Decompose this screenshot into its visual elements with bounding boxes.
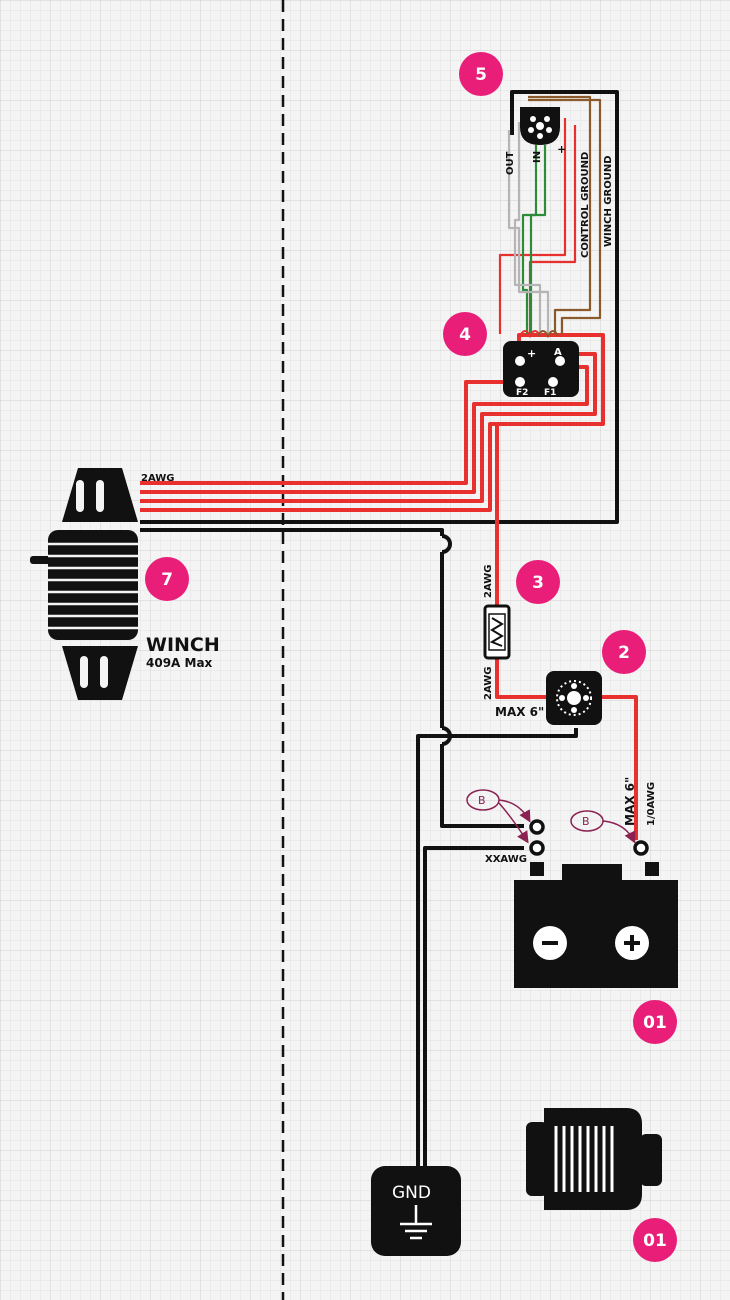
svg-text:7: 7 (161, 570, 173, 590)
winch-cable-gauge-label: 2AWG (141, 473, 175, 484)
ground-box-label: GND (392, 1183, 431, 1203)
svg-text:01: 01 (643, 1231, 667, 1251)
control-connector-icon (520, 107, 560, 145)
fuse-icon (483, 604, 511, 660)
winch-power-cables (140, 333, 605, 512)
callout-b-right-label: B (582, 815, 590, 828)
badge-3: 3 (516, 560, 560, 604)
out-label: OUT (505, 151, 516, 175)
max-length-left-label: MAX 6" (495, 705, 544, 719)
solenoid-f2-label: F2 (516, 388, 528, 398)
fuse-bottom-gauge-label: 2AWG (483, 667, 494, 701)
circuit-breaker-icon (546, 671, 602, 725)
battery-cable-gauge-label: 1/0AWG (646, 782, 657, 826)
battery-negative-wire (440, 744, 524, 828)
solenoid-plus-label: + (527, 347, 536, 360)
chassis-ground-wire (423, 846, 524, 1172)
control-wire-coils (519, 330, 559, 339)
svg-text:3: 3 (532, 573, 544, 593)
control-wires (498, 95, 602, 334)
badge-5: 5 (459, 52, 503, 96)
solenoid-f1-label: F1 (544, 388, 556, 398)
winch-ground-label: WINCH GROUND (603, 155, 614, 247)
ground-wires (140, 90, 619, 1172)
winch-title: WINCH (146, 634, 220, 656)
svg-text:01: 01 (643, 1013, 667, 1033)
badge-01-battery: 01 (633, 1000, 677, 1044)
in-label: IN (532, 151, 543, 163)
winch-ground-wire (140, 90, 619, 524)
solenoid-icon (503, 341, 579, 397)
badge-7: 7 (145, 557, 189, 601)
fuse-top-gauge-label: 2AWG (483, 565, 494, 599)
badge-4: 4 (443, 312, 487, 356)
badge-2: 2 (602, 630, 646, 674)
solenoid-a-label: A (554, 347, 562, 358)
badge-01-alternator: 01 (633, 1218, 677, 1262)
svg-text:2: 2 (618, 643, 630, 663)
alternator-icon (526, 1108, 662, 1210)
ground-icon (371, 1166, 461, 1256)
ground-cable-gauge-label: XXAWG (485, 854, 527, 865)
control-ground-label: CONTROL GROUND (580, 152, 591, 258)
battery-positive-cable (495, 424, 638, 840)
callout-b-left (466, 789, 531, 844)
max-length-right-label: MAX 6" (623, 777, 637, 826)
svg-text:4: 4 (459, 325, 471, 345)
svg-text:5: 5 (475, 65, 487, 85)
plus-label: + (555, 145, 568, 154)
callout-b-right (570, 810, 636, 844)
breaker-ground-wire (416, 728, 578, 1172)
winch-icon (30, 468, 138, 700)
battery-icon (514, 862, 678, 988)
battery-terminal-rings (529, 819, 649, 856)
winch-rating: 409A Max (146, 656, 213, 670)
callout-b-left-label: B (478, 794, 486, 807)
